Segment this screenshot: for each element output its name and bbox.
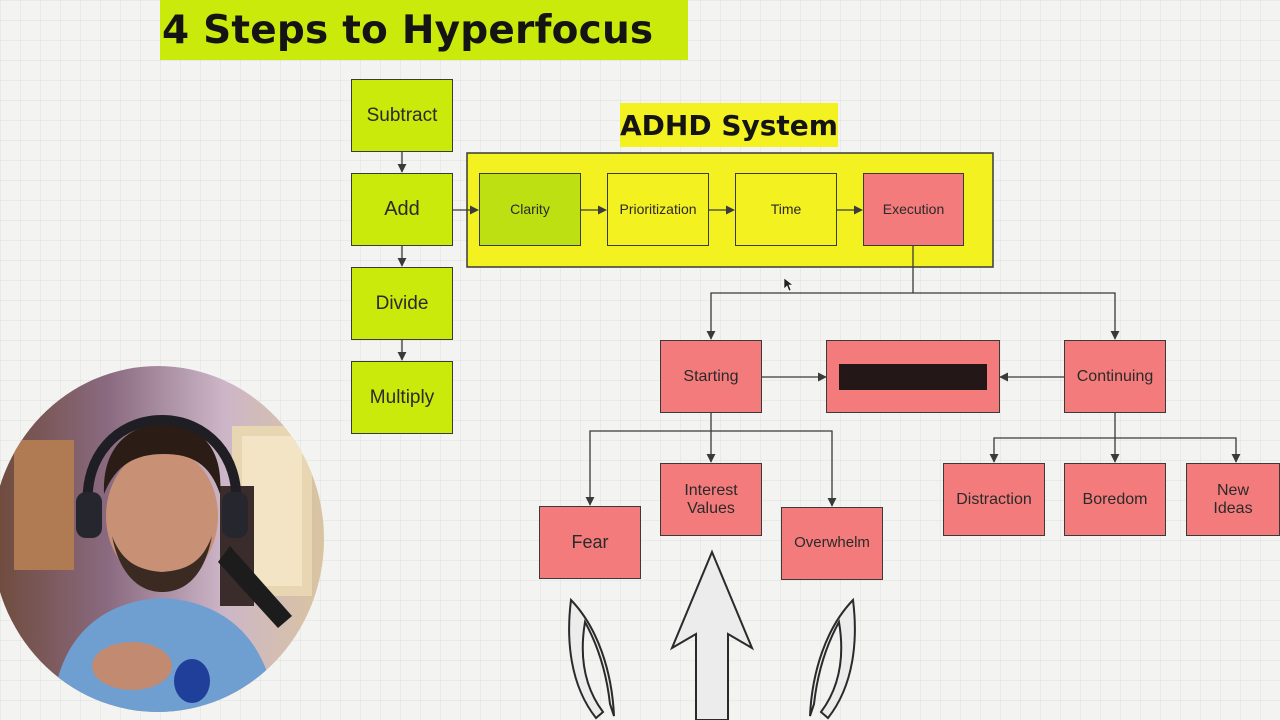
system-title-text: ADHD System [620, 108, 838, 142]
step-label: Divide [375, 292, 429, 314]
branch-starting[interactable]: Starting [660, 340, 762, 413]
redaction-bar [839, 364, 987, 390]
node-label: Distraction [956, 490, 1032, 508]
system-title: ADHD System [620, 103, 838, 147]
node-distraction[interactable]: Distraction [943, 463, 1045, 536]
node-label: Boredom [1082, 490, 1148, 508]
connector-continuing-new-ideas [1115, 437, 1241, 463]
connector-execution-starting [706, 292, 913, 340]
hook-shape-right-icon [809, 597, 856, 720]
hook-shape-left-icon [568, 597, 615, 720]
node-fear[interactable]: Fear [539, 506, 641, 579]
branch-label: Starting [683, 367, 739, 385]
node-new-ideas[interactable]: New Ideas [1186, 463, 1280, 536]
branch-middle-redacted[interactable] [826, 340, 1000, 413]
step-subtract[interactable]: Subtract [351, 79, 453, 152]
stage-time[interactable]: Time [735, 173, 837, 246]
presenter-illustration [0, 366, 324, 712]
step-label: Add [384, 198, 420, 221]
connector-starting-overwhelm [711, 430, 837, 507]
connector-execution-continuing [913, 292, 1120, 340]
cursor-arrow-icon [783, 277, 794, 292]
webcam-overlay [0, 366, 324, 712]
step-label: Subtract [366, 104, 438, 126]
step-label: Multiply [369, 386, 435, 408]
connector-continuing-distraction [989, 437, 1115, 463]
stage-label: Time [770, 200, 802, 217]
upward-arrow-shape-icon [669, 549, 755, 720]
connector-starting-fear [585, 430, 711, 506]
stage-clarity[interactable]: Clarity [479, 173, 581, 246]
node-label: New Ideas [1213, 481, 1253, 517]
node-overwhelm[interactable]: Overwhelm [781, 507, 883, 580]
branch-continuing[interactable]: Continuing [1064, 340, 1166, 413]
branch-label: Continuing [1076, 367, 1154, 385]
stage-label: Execution [882, 200, 945, 217]
title-banner: 4 Steps to Hyperfocus [160, 0, 688, 60]
stage-prioritization[interactable]: Prioritization [607, 173, 709, 246]
step-add[interactable]: Add [351, 173, 453, 246]
stage-execution[interactable]: Execution [863, 173, 964, 246]
stage-label: Prioritization [619, 200, 697, 217]
page-title: 4 Steps to Hyperfocus [162, 7, 654, 53]
node-label: Overwhelm [794, 534, 870, 552]
step-divide[interactable]: Divide [351, 267, 453, 340]
step-multiply[interactable]: Multiply [351, 361, 453, 434]
node-label: Interest Values [684, 481, 738, 517]
node-label: Fear [571, 532, 609, 553]
node-interest-values[interactable]: Interest Values [660, 463, 762, 536]
node-boredom[interactable]: Boredom [1064, 463, 1166, 536]
stage-label: Clarity [510, 200, 550, 217]
